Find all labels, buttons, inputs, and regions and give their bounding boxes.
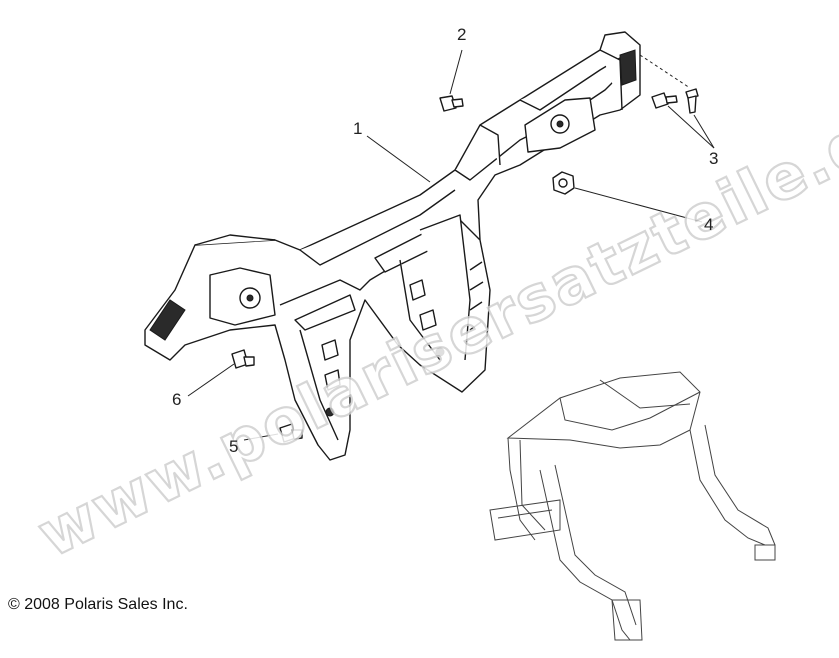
callout-5: 5 (229, 437, 238, 456)
push-rivet-part-6 (231, 349, 255, 369)
reference-frame-outline (489, 371, 776, 641)
push-rivet-part-5 (279, 423, 303, 443)
screw-part-3a (651, 92, 678, 109)
callout-3: 3 (709, 149, 718, 168)
screw-part-3b (685, 88, 699, 114)
callout-2: 2 (457, 25, 466, 44)
front-bumper-frame (144, 31, 641, 461)
callout-4: 4 (704, 215, 713, 234)
nut-part-4 (552, 171, 575, 195)
bolt-part-2 (439, 95, 464, 112)
callout-labels: 1 2 3 4 5 6 (172, 25, 718, 456)
leader-lines (187, 49, 715, 441)
callout-1: 1 (353, 119, 362, 138)
copyright-notice: © 2008 Polaris Sales Inc. (8, 596, 188, 613)
callout-6: 6 (172, 390, 181, 409)
